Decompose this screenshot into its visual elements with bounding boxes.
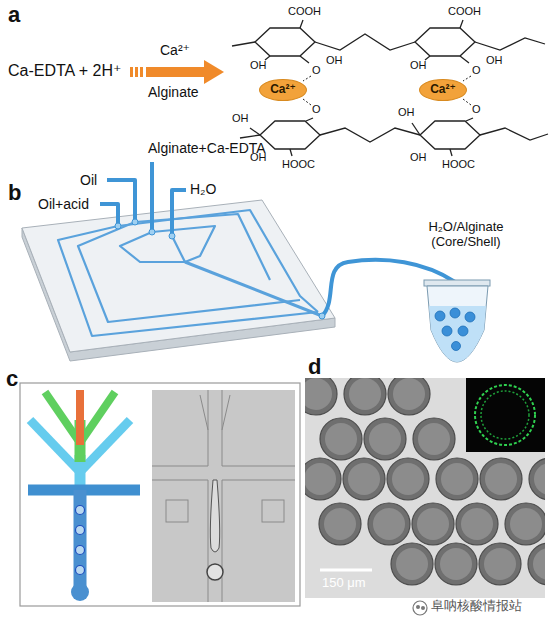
inlet-tubes	[100, 162, 455, 316]
particle	[412, 503, 454, 545]
chem-atom: O	[472, 103, 481, 116]
particle-core	[324, 508, 356, 540]
particle	[343, 458, 385, 500]
particle-core	[348, 463, 380, 495]
calcium-ion: Ca²⁺	[259, 79, 307, 101]
inlet-label: Oil+acid	[38, 196, 89, 212]
chem-atom: O	[312, 64, 321, 77]
particle-core	[484, 548, 516, 580]
particle-image	[295, 373, 558, 598]
chip-ports	[115, 219, 325, 319]
particle	[388, 378, 430, 415]
particle-core	[417, 508, 449, 540]
particle	[320, 418, 362, 460]
particle	[391, 543, 433, 585]
particle	[456, 503, 498, 545]
particle	[479, 543, 521, 585]
chem-group: OH	[410, 151, 427, 164]
particle	[364, 418, 406, 460]
panel-frame	[20, 383, 300, 606]
particle-core	[441, 463, 473, 495]
chem-group: OH	[486, 54, 503, 67]
alginate-structure	[232, 20, 548, 156]
particle	[505, 503, 545, 545]
chem-group: COOH	[288, 5, 321, 18]
watermark-icon	[413, 601, 427, 615]
inlet-label: H₂O	[190, 181, 216, 197]
particle-core	[461, 508, 493, 540]
particle-core	[373, 508, 405, 540]
inlet-label: Alginate+Ca-EDTA	[148, 140, 266, 156]
particle-core	[485, 463, 517, 495]
particle	[413, 418, 455, 460]
particle-core	[305, 463, 336, 495]
chem-group: OH	[410, 59, 427, 72]
particle-core	[534, 463, 545, 495]
chem-atom: O	[472, 64, 481, 77]
collection-tube	[424, 280, 490, 362]
microfluidic-chip	[22, 200, 335, 361]
reaction-text: Ca-EDTA + 2H⁺	[8, 62, 122, 80]
particle-core	[392, 463, 424, 495]
chem-group: OH	[398, 106, 415, 119]
channel-micrograph	[152, 390, 295, 602]
particle	[305, 458, 341, 500]
particle	[387, 458, 429, 500]
particle	[480, 458, 522, 500]
junction-schematic	[28, 390, 140, 601]
inlet-label: Oil	[80, 172, 97, 188]
particle	[528, 543, 545, 585]
panel-letter: a	[8, 2, 20, 27]
ion-label: Ca²⁺	[270, 83, 296, 96]
panel-letter: d	[308, 354, 321, 379]
chem-group: OH	[326, 54, 343, 67]
particle	[344, 378, 386, 415]
particle	[436, 458, 478, 500]
particle	[305, 378, 337, 415]
scale-bar-label: 150 μm	[322, 576, 366, 591]
chem-atom: O	[312, 103, 321, 116]
panel-letter: c	[6, 366, 18, 391]
particle-core	[369, 423, 401, 455]
arrow-label: Ca²⁺	[160, 42, 190, 58]
chem-group: COOH	[448, 5, 481, 18]
chem-group: OH	[250, 59, 267, 72]
panel-letter: b	[8, 180, 21, 205]
particle-core	[418, 423, 450, 455]
chem-group: OH	[232, 112, 249, 125]
particle-core	[533, 548, 545, 580]
particle-core	[393, 378, 425, 410]
outlet-label: H₂O/Alginate (Core/Shell)	[410, 220, 522, 250]
chip-channels	[58, 210, 322, 336]
particle-core	[396, 548, 428, 580]
particle	[319, 503, 361, 545]
reaction-arrow	[130, 60, 224, 84]
particle	[368, 503, 410, 545]
particle-core	[305, 378, 332, 410]
particle-core	[325, 423, 357, 455]
particle-core	[349, 378, 381, 410]
watermark: 阜呐核酸情报站	[431, 599, 522, 614]
ion-label: Ca²⁺	[430, 83, 456, 96]
ionic-bond	[303, 76, 471, 105]
particle-core	[440, 548, 472, 580]
particle	[435, 543, 477, 585]
particle	[529, 458, 545, 500]
chem-group: HOOC	[442, 158, 475, 171]
arrow-label: Alginate	[148, 84, 199, 100]
calcium-ion: Ca²⁺	[419, 79, 467, 101]
particle-core	[510, 508, 542, 540]
chem-group: HOOC	[282, 158, 315, 171]
